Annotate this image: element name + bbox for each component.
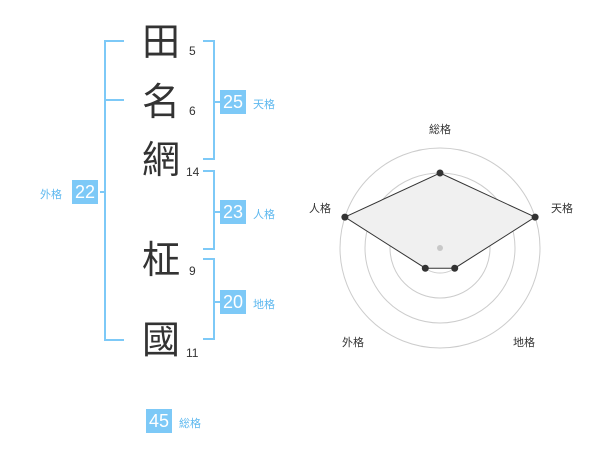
tenkaku-label: 天格 [253,98,275,111]
chikaku-bracket [203,258,215,340]
tenkaku-bracket [203,40,215,160]
axis-label-jinkaku: 人格 [309,201,331,215]
name-char-5: 國 [142,318,181,362]
axis-label-gaikaku: 外格 [342,335,364,349]
gaikaku-bracket [104,40,124,341]
name-char-4: 柾 [142,238,181,282]
axis-label-soukaku: 総格 [429,122,451,136]
soukaku-value: 45 [146,409,172,433]
radar-point [451,264,459,272]
tenkaku-value: 25 [220,90,246,114]
gaikaku-value: 22 [72,180,98,204]
name-char-1: 田 [142,20,181,64]
chikaku-label: 地格 [253,298,275,311]
radar-point [421,264,429,272]
name-char-2: 名 [142,80,181,124]
radar-ring [339,147,541,349]
tenkaku-tick [215,101,221,103]
chikaku-value: 20 [220,290,246,314]
stroke-count-3: 14 [186,165,200,179]
chikaku-tick [215,301,221,303]
radar-point [531,213,539,221]
radar-center [437,245,443,251]
jinkaku-bracket [203,170,215,250]
gaikaku-tick-top [104,99,124,101]
axis-label-tenkaku: 天格 [551,201,573,215]
radar-polygon [343,172,537,269]
gaikaku-tick-mid [100,191,105,193]
radar-point [436,169,444,177]
jinkaku-label: 人格 [253,208,275,221]
radar-point [341,213,349,221]
name-char-3: 網 [142,138,181,182]
gaikaku-label: 外格 [40,188,62,201]
axis-label-chikaku: 地格 [513,335,535,349]
soukaku-label: 総格 [179,417,201,430]
jinkaku-tick [215,211,221,213]
jinkaku-value: 23 [220,200,246,224]
stroke-count-2: 6 [189,104,196,118]
stroke-count-1: 5 [189,44,196,58]
stroke-count-4: 9 [189,264,196,278]
stroke-count-5: 11 [186,346,199,360]
